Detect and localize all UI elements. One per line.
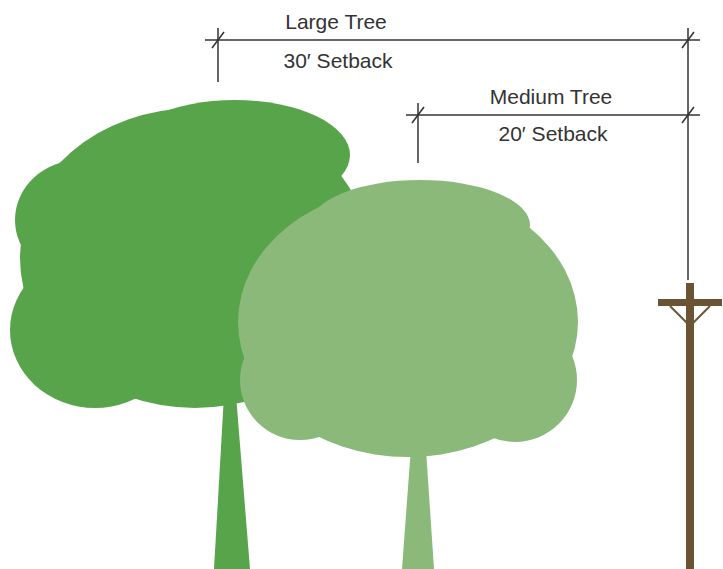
utility-pole — [658, 283, 722, 569]
medium-tree-crown — [310, 180, 530, 270]
dimension-label: 20′ Setback — [498, 122, 607, 145]
large-tree — [10, 100, 380, 569]
extension-line — [687, 28, 689, 280]
tick-mark — [682, 32, 694, 48]
dimension-lines — [205, 28, 700, 280]
brace — [690, 306, 710, 326]
medium-tree — [238, 180, 578, 569]
extension-line — [217, 28, 219, 82]
dimension-label: Large Tree — [285, 10, 387, 33]
dimension-line — [406, 114, 700, 116]
large-tree-crown — [15, 160, 145, 280]
tick-mark — [412, 107, 424, 123]
tick-mark — [682, 107, 694, 123]
medium-tree-crown — [453, 318, 577, 442]
large-tree-crown — [120, 100, 350, 210]
brace — [670, 306, 690, 326]
crossarm — [658, 299, 722, 306]
dimension-label: 30′ Setback — [283, 49, 392, 72]
medium-tree-crown — [240, 320, 360, 440]
large-tree-trunk — [214, 395, 250, 569]
extension-line — [417, 103, 419, 163]
dimension-line — [205, 39, 700, 41]
dimension-label: Medium Tree — [490, 85, 613, 108]
tick-mark — [212, 32, 224, 48]
